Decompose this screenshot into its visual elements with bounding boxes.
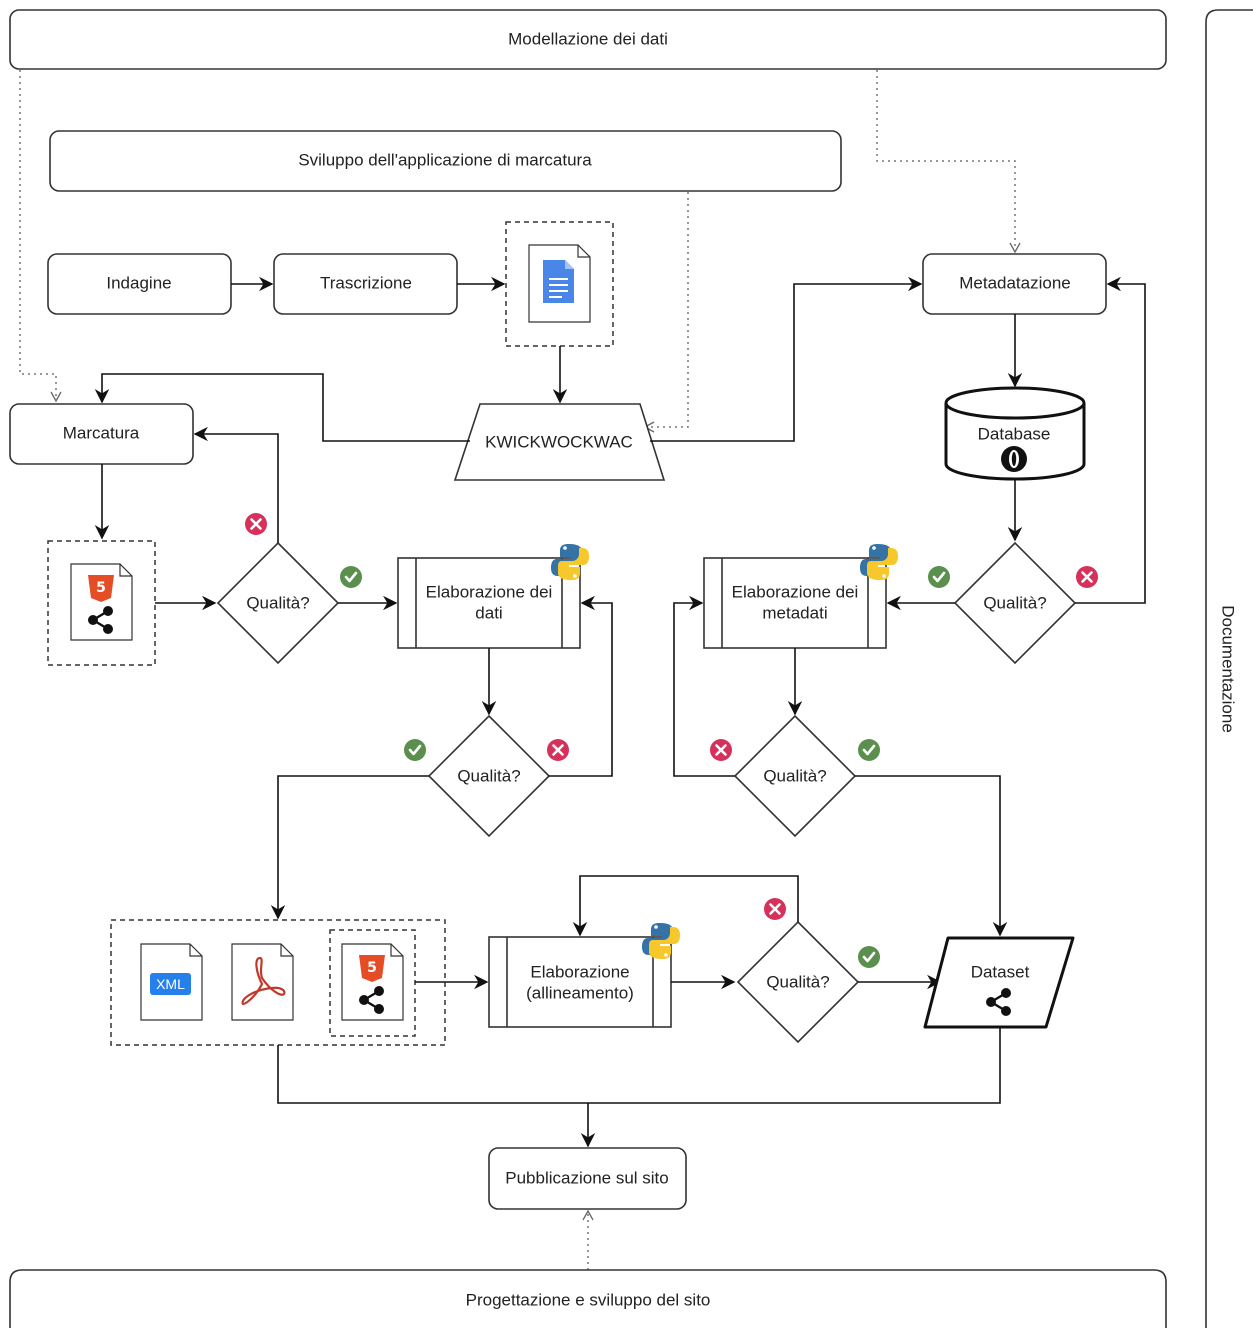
cross-icon — [762, 896, 788, 922]
quality-check-2: Qualità? — [427, 714, 551, 838]
alignment-processing-label-1: Elaborazione — [530, 962, 629, 981]
google-doc-icon — [528, 244, 591, 323]
indagine-box: Indagine — [47, 253, 232, 315]
python-logo-icon — [860, 544, 898, 580]
html5-file-icon: 5 — [70, 563, 133, 641]
kwickwockwac-label: KWICKWOCKWAC — [485, 432, 633, 451]
documentation-label: Documentazione — [1219, 605, 1238, 733]
metadata-processing-label-1: Elaborazione dei — [732, 582, 859, 601]
marcatura-box: Marcatura — [9, 403, 194, 465]
xml-file-icon: XML — [140, 943, 203, 1021]
python-logo-icon — [642, 923, 680, 959]
quality-check-4: Qualità? — [733, 714, 857, 838]
quality-label-1: Qualità? — [246, 593, 309, 612]
markup-app-development-box: Sviluppo dell'applicazione di marcatura — [49, 130, 842, 192]
dataset-label: Dataset — [971, 962, 1030, 981]
cross-icon — [1074, 564, 1100, 590]
data-processing-label-1: Elaborazione dei — [426, 582, 553, 601]
documentation-panel: Documentazione — [1205, 9, 1253, 1328]
alignment-processing-box: Elaborazione (allineamento) — [488, 923, 680, 1028]
xml-badge: XML — [156, 976, 185, 992]
data-modeling-label: Modellazione dei dati — [508, 29, 668, 48]
quality-label-4: Qualità? — [763, 766, 826, 785]
publication-label: Pubblicazione sul sito — [505, 1168, 668, 1187]
metadatazione-label: Metadatazione — [959, 273, 1071, 292]
database-label: Database — [978, 424, 1051, 443]
site-design-bar: Progettazione e sviluppo del sito — [9, 1269, 1167, 1328]
quality-label-5: Qualità? — [766, 972, 829, 991]
quality-check-3: Qualità? — [953, 541, 1077, 665]
marked-html-document-group: 5 — [47, 540, 156, 666]
database-logo-icon — [1001, 446, 1027, 472]
metadata-processing-label-2: metadati — [762, 603, 827, 622]
check-icon — [402, 737, 428, 763]
html5-badge: 5 — [367, 960, 377, 976]
trascrizione-label: Trascrizione — [320, 273, 412, 292]
data-processing-box: Elaborazione dei dati — [397, 544, 589, 649]
dotted-link-marcatura — [19, 70, 57, 400]
kwickwockwac-tool: KWICKWOCKWAC — [453, 403, 666, 481]
trascrizione-box: Trascrizione — [273, 253, 458, 315]
python-logo-icon — [551, 544, 589, 580]
data-modeling-bar: Modellazione dei dati — [9, 9, 1167, 70]
site-design-label: Progettazione e sviluppo del sito — [466, 1290, 711, 1309]
check-icon — [338, 564, 364, 590]
pdf-file-icon — [231, 943, 294, 1021]
markup-app-development-label: Sviluppo dell'applicazione di marcatura — [298, 150, 592, 169]
alignment-processing-label-2: (allineamento) — [526, 983, 634, 1002]
marcatura-label: Marcatura — [63, 423, 140, 442]
html5-badge: 5 — [96, 580, 106, 596]
cross-icon — [545, 737, 571, 763]
quality-check-5: Qualità? — [736, 920, 860, 1044]
dotted-link-kwick — [646, 192, 689, 428]
database-cylinder: Database — [944, 386, 1086, 481]
metadata-processing-box: Elaborazione dei metadati — [703, 544, 898, 649]
quality-label-3: Qualità? — [983, 593, 1046, 612]
html5-file-icon: 5 — [341, 943, 404, 1021]
check-icon — [856, 944, 882, 970]
data-processing-label-2: dati — [475, 603, 502, 622]
transcription-document-group — [505, 221, 614, 347]
output-files-group: XML 5 — [110, 919, 446, 1046]
indagine-label: Indagine — [106, 273, 171, 292]
publication-box: Pubblicazione sul sito — [488, 1147, 687, 1210]
dotted-link-metadatazione — [876, 70, 1016, 250]
metadatazione-box: Metadatazione — [922, 253, 1107, 315]
quality-check-1: Qualità? — [216, 541, 340, 665]
quality-label-2: Qualità? — [457, 766, 520, 785]
cross-icon — [243, 511, 269, 537]
check-icon — [926, 564, 952, 590]
dataset-output: Dataset — [923, 936, 1075, 1029]
cross-icon — [708, 737, 734, 763]
check-icon — [856, 737, 882, 763]
